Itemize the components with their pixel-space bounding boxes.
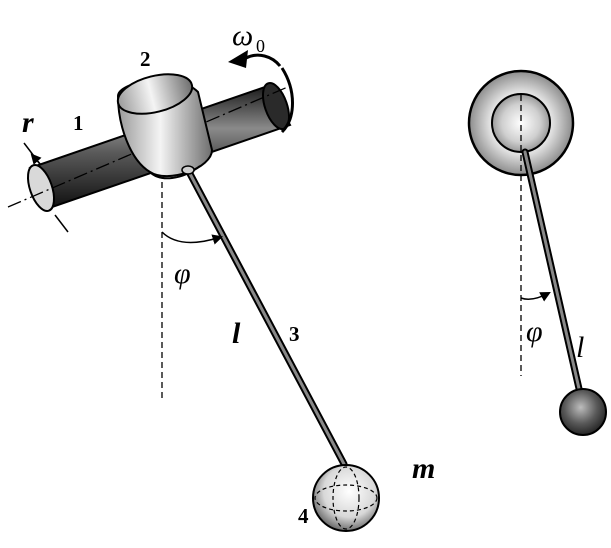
label-length-right: l [576,331,584,364]
label-phi-left: φ [174,257,191,290]
ball-mass [312,464,380,532]
rod-right [521,148,584,397]
ball-mass-right [559,388,607,436]
left-view: r 1 2 ω 0 φ l 3 4 m [7,19,435,532]
label-omega-subscript: 0 [256,36,265,56]
angle-arc-left [161,231,224,245]
label-radius: r [22,106,34,139]
label-part-1: 1 [73,111,84,135]
radius-dimension [23,142,69,233]
rotation-arrow [228,50,294,134]
label-part-3: 3 [289,322,300,346]
collar [116,73,214,180]
label-part-2: 2 [140,47,151,71]
label-mass: m [412,452,435,485]
angle-arc-right [520,292,551,302]
label-omega: ω [232,19,253,52]
label-length-left: l [232,317,241,350]
label-phi-right: φ [526,315,543,348]
right-view: φ l [467,69,607,436]
rod [181,165,348,468]
label-part-4: 4 [298,504,309,528]
shaft-hole [491,93,551,153]
